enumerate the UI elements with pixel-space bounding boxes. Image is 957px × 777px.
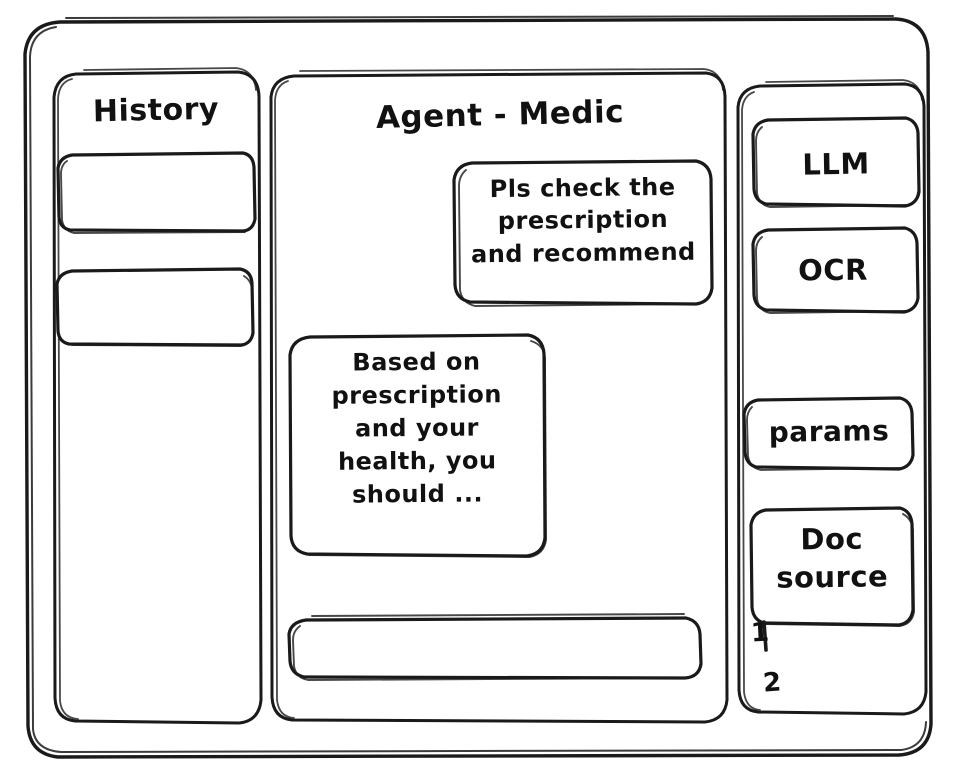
user-message-text: Pls check the prescription and recommend — [470, 172, 696, 269]
tool-params-label: params — [768, 414, 890, 449]
tool-ocr-label: OCR — [797, 252, 869, 288]
history-item-1-box[interactable] — [56, 151, 257, 234]
tool-params-box[interactable] — [742, 396, 915, 471]
doc-source-connector — [762, 620, 768, 652]
doc-source-item-2[interactable]: 2 — [761, 667, 783, 699]
tool-doc-source-box[interactable] — [749, 506, 915, 627]
history-panel — [52, 67, 263, 725]
user-message-bubble — [452, 159, 714, 307]
tool-doc-source-label: Doc source — [776, 521, 889, 595]
tool-ocr-box[interactable] — [751, 226, 920, 314]
doc-source-item-1[interactable]: 1 — [750, 617, 770, 649]
history-item-2-box[interactable] — [55, 267, 255, 347]
history-panel-title: History — [92, 91, 220, 130]
agent-message-text: Based on prescription and your health, y… — [331, 347, 502, 510]
agent-message-bubble — [288, 333, 547, 558]
composer-input-box[interactable] — [287, 613, 703, 681]
tool-llm-box[interactable] — [751, 116, 921, 208]
tool-llm-label: LLM — [802, 146, 870, 182]
